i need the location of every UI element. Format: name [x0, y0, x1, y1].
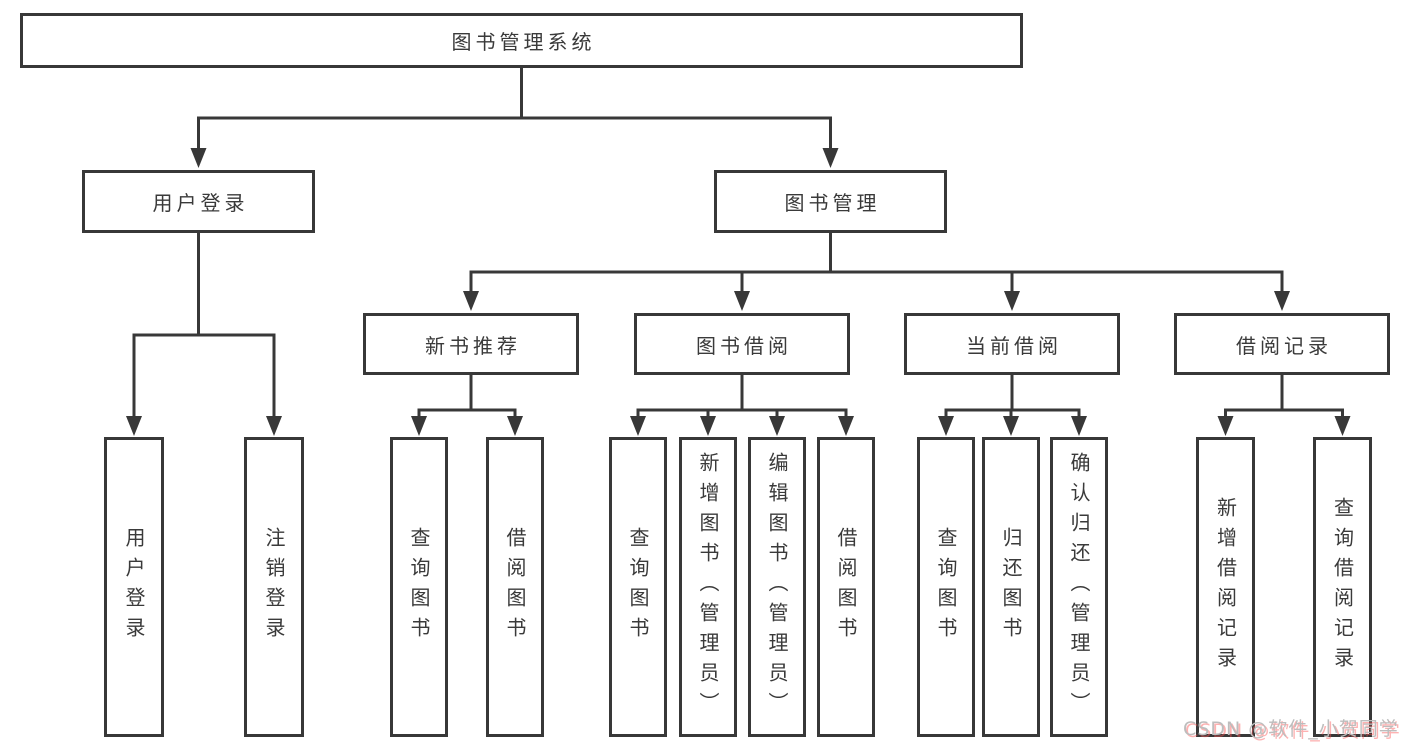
node-leaf-add-borrow-record: 新增借阅记录 [1196, 437, 1255, 737]
node-leaf-edit-book-admin: 编辑图书（管理员） [748, 437, 806, 737]
leaf-label: 查询图书 [934, 527, 958, 647]
node-root: 图书管理系统 [20, 13, 1023, 68]
leaf-label: 用户登录 [122, 527, 146, 647]
csdn-watermark: CSDN @软件_小贺同学 [1183, 718, 1399, 740]
node-book-borrow-label: 图书借阅 [696, 333, 792, 358]
leaf-label: 注销登录 [262, 527, 286, 647]
node-current-borrow-label: 当前借阅 [966, 333, 1062, 358]
node-leaf-borrow-books: 借阅图书 [817, 437, 875, 737]
connector-book-borrow-branch [636, 408, 848, 424]
node-leaf-query-books-borrow: 查询图书 [609, 437, 667, 737]
node-leaf-return-book: 归还图书 [982, 437, 1040, 737]
leaf-label: 确认归还（管理员） [1067, 452, 1091, 722]
arrow-down-icon [411, 416, 427, 436]
leaf-label: 借阅图书 [834, 527, 858, 647]
connector-level2-branch [469, 270, 1284, 296]
node-new-book-recommend-label: 新书推荐 [425, 333, 521, 358]
leaf-label: 查询借阅记录 [1330, 497, 1355, 677]
arrow-down-icon [507, 416, 523, 436]
arrow-down-icon [1334, 416, 1351, 436]
arrow-down-icon [1003, 416, 1019, 436]
arrow-down-icon [630, 416, 646, 436]
leaf-label: 查询图书 [407, 527, 431, 647]
arrow-down-icon [822, 148, 839, 168]
connector-borrow-records-branch [1224, 408, 1344, 424]
node-user-login: 用户登录 [82, 170, 315, 233]
arrow-down-icon [1071, 416, 1087, 436]
node-root-label: 图书管理系统 [451, 30, 596, 54]
node-borrow-records-label: 借阅记录 [1236, 333, 1332, 358]
leaf-label: 归还图书 [999, 527, 1023, 647]
leaf-label: 新增图书（管理员） [696, 452, 720, 722]
connector-new-book-branch [417, 408, 517, 424]
leaf-label: 编辑图书（管理员） [765, 452, 789, 722]
node-book-borrow: 图书借阅 [634, 313, 850, 375]
connector-level1-branch [197, 116, 832, 152]
node-leaf-borrow-books-recommend: 借阅图书 [486, 437, 544, 737]
arrow-down-icon [769, 416, 785, 436]
arrow-down-icon [838, 416, 854, 436]
arrow-down-icon [1274, 291, 1290, 311]
node-new-book-recommend: 新书推荐 [363, 313, 579, 375]
arrow-down-icon [463, 291, 479, 311]
node-leaf-query-borrow-record: 查询借阅记录 [1313, 437, 1372, 737]
arrow-down-icon [734, 291, 750, 311]
arrow-down-icon [700, 416, 716, 436]
leaf-label: 查询图书 [626, 527, 650, 647]
arrow-down-icon [126, 416, 142, 436]
arrow-down-icon [1217, 416, 1234, 436]
node-leaf-query-books-recommend: 查询图书 [390, 437, 448, 737]
node-user-login-label: 用户登录 [152, 191, 249, 215]
leaf-label: 新增借阅记录 [1213, 497, 1238, 677]
leaf-label: 借阅图书 [503, 527, 527, 647]
arrow-down-icon [190, 148, 207, 168]
node-borrow-records: 借阅记录 [1174, 313, 1390, 375]
node-leaf-user-login: 用户登录 [104, 437, 164, 737]
node-leaf-query-books-current: 查询图书 [917, 437, 975, 737]
node-book-management-label: 图书管理 [784, 191, 881, 215]
arrow-down-icon [266, 416, 282, 436]
node-leaf-confirm-return-admin: 确认归还（管理员） [1050, 437, 1108, 737]
node-leaf-add-book-admin: 新增图书（管理员） [679, 437, 737, 737]
connector-user-login-branch [132, 333, 276, 420]
arrow-down-icon [938, 416, 954, 436]
connector-level2-midstems [740, 272, 1014, 296]
arrow-down-icon [1004, 291, 1020, 311]
node-leaf-logout: 注销登录 [244, 437, 304, 737]
node-book-management: 图书管理 [714, 170, 947, 233]
arrowheads [126, 148, 1351, 436]
node-current-borrow: 当前借阅 [904, 313, 1120, 375]
